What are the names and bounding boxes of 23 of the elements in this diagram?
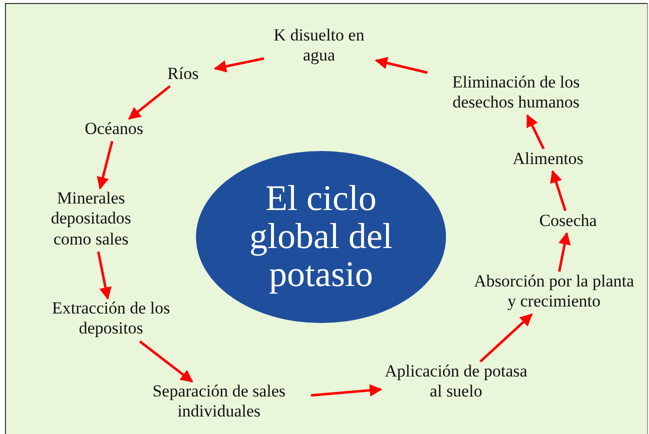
stage-label: Eliminación de los desechos humanos bbox=[421, 72, 611, 114]
stage-label: Ríos bbox=[153, 64, 213, 84]
stage-label: Alimentos bbox=[498, 148, 598, 170]
arrow bbox=[97, 251, 112, 300]
arrow bbox=[310, 384, 382, 397]
arrow bbox=[214, 57, 264, 72]
arrow bbox=[558, 232, 571, 272]
stage-label: Océanos bbox=[69, 118, 159, 140]
arrow bbox=[96, 140, 114, 190]
arrow bbox=[526, 114, 545, 150]
stage-label: K disuelto en agua bbox=[264, 26, 374, 66]
arrow bbox=[128, 85, 171, 120]
stage-label: Minerales depositados como sales bbox=[31, 188, 151, 250]
arrow bbox=[479, 313, 533, 363]
stage-label: Absorción por la planta y crecimiento bbox=[469, 272, 639, 312]
arrow bbox=[139, 340, 194, 383]
stage-label: Extracción de los depositos bbox=[41, 298, 181, 340]
stage-label: Cosecha bbox=[523, 210, 613, 232]
stage-label: Aplicación de potasa al suelo bbox=[381, 362, 531, 402]
arrow bbox=[550, 170, 567, 212]
stage-label: Separación de sales individuales bbox=[129, 382, 309, 422]
ellipse-title: El ciclo global del potasio bbox=[248, 180, 394, 294]
arrow bbox=[374, 56, 428, 74]
